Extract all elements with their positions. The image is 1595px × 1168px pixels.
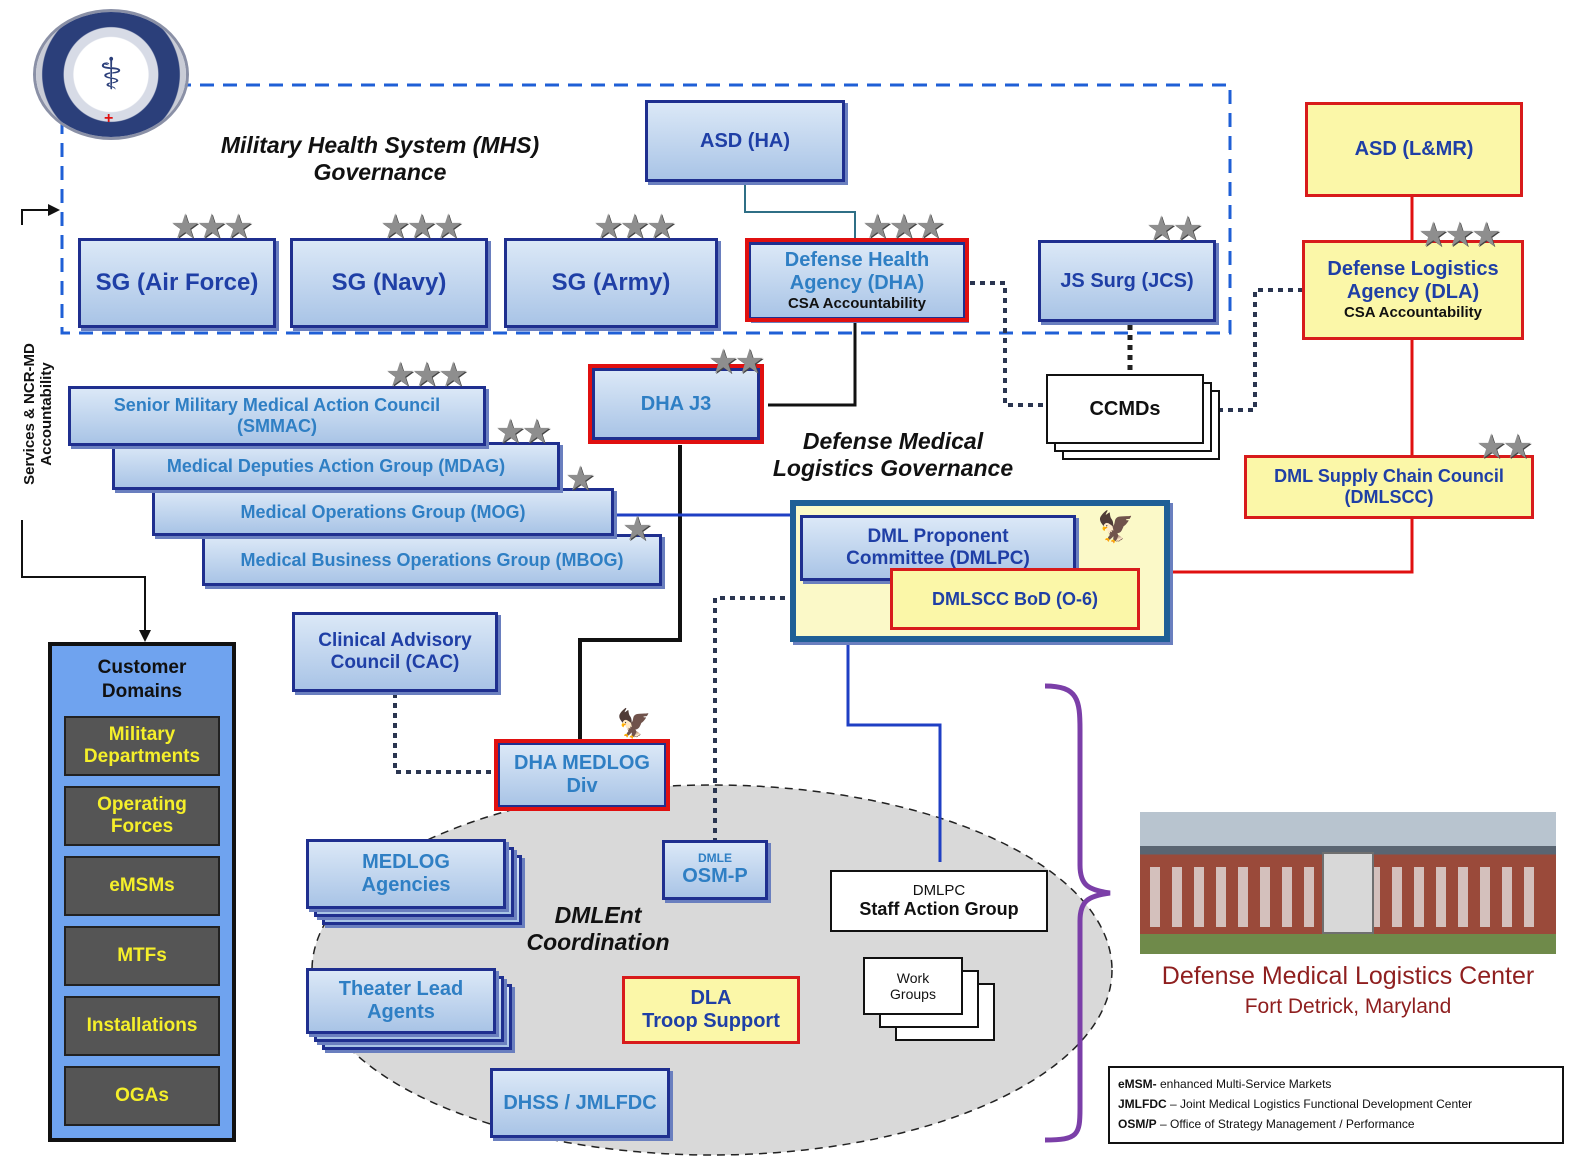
arrow-head-right (48, 204, 60, 216)
dmlscc-box[interactable]: DML Supply Chain Council(DMLSCC) (1244, 455, 1534, 519)
three-star-insignia: ★★★ (593, 208, 676, 246)
sg-air-force-box[interactable]: SG (Air Force) (78, 238, 276, 328)
three-star-insignia: ★★★ (862, 208, 945, 246)
two-star-insignia: ★★ (1476, 428, 1533, 466)
customer-item-installations[interactable]: Installations (64, 996, 220, 1056)
customer-item-ogas[interactable]: OGAs (64, 1066, 220, 1126)
caduceus-seal-icon: ⚕ (99, 50, 123, 99)
legend-item: JMLFDC – Joint Medical Logistics Functio… (1118, 1097, 1473, 1111)
colonel-eagle-icon: 🦅 (616, 708, 652, 739)
colonel-eagle-icon: 🦅 (1097, 511, 1135, 544)
three-star-insignia: ★★★ (380, 208, 463, 246)
two-star-insignia: ★★ (495, 413, 552, 451)
smmac-box[interactable]: Senior Military Medical Action Council(S… (68, 386, 486, 446)
ccmds-box[interactable]: CCMDs (1046, 374, 1204, 444)
customer-item-mtfs[interactable]: MTFs (64, 926, 220, 986)
line-accountability-down (21, 520, 146, 632)
arrow-head-down (139, 630, 151, 642)
line-j3-medlogdiv (578, 445, 682, 740)
js-surg-box[interactable]: JS Surg (JCS) (1038, 240, 1216, 322)
one-star-insignia: ★ (565, 460, 596, 498)
line-dha-ccmds (970, 281, 1048, 407)
line-dha-j3 (768, 320, 857, 407)
dhss-jmlfdc-box[interactable]: DHSS / JMLFDC (490, 1068, 670, 1138)
dmlscc-bod-box[interactable]: DMLSCC BoD (O-6) (890, 568, 1140, 630)
line-cac-medlogdiv (393, 693, 495, 774)
three-star-insignia: ★★★ (170, 208, 253, 246)
asd-lmr-box[interactable]: ASD (L&MR) (1305, 102, 1523, 197)
line-accountability (21, 209, 50, 225)
two-star-insignia: ★★ (1146, 210, 1203, 248)
center-caption: Defense Medical Logistics Center Fort De… (1161, 962, 1535, 1018)
legend-item: OSM/P – Office of Strategy Management / … (1118, 1117, 1415, 1131)
dml-logo: ⚕ + (36, 12, 186, 137)
seal-cross-icon: + (104, 110, 114, 127)
purple-bracket (1044, 683, 1111, 1143)
dha-j3-box[interactable]: DHA J3 (592, 368, 760, 440)
three-star-insignia: ★★★ (1418, 216, 1501, 254)
one-star-insignia: ★ (622, 510, 653, 548)
mog-box[interactable]: Medical Operations Group (MOG) (152, 488, 614, 536)
sg-navy-box[interactable]: SG (Navy) (290, 238, 488, 328)
legend-box: eMSM- enhanced Multi-Service Markets JML… (1108, 1066, 1564, 1144)
mhs-title: Military Health System (MHS)Governance (220, 132, 540, 185)
building-entrance (1322, 852, 1374, 934)
sg-army-box[interactable]: SG (Army) (504, 238, 718, 328)
building-photo-icon (1140, 812, 1556, 954)
legend-item: eMSM- enhanced Multi-Service Markets (1118, 1077, 1332, 1091)
customer-item-emsms[interactable]: eMSMs (64, 856, 220, 916)
two-star-insignia: ★★ (708, 343, 765, 381)
mbog-box[interactable]: Medical Business Operations Group (MBOG) (202, 534, 662, 586)
mhs-boundary (60, 83, 1232, 335)
line-asdha-dha (744, 182, 856, 240)
mdag-box[interactable]: Medical Deputies Action Group (MDAG) (112, 442, 560, 490)
line-ccmds-dla (1218, 288, 1302, 412)
line-dmlpc-sag (846, 600, 942, 862)
line-dmlscc-dmlpc (1170, 518, 1414, 574)
line-dmlpc-osmp (713, 596, 795, 840)
asd-ha-box[interactable]: ASD (HA) (645, 100, 845, 182)
three-star-insignia: ★★★ (385, 356, 468, 394)
